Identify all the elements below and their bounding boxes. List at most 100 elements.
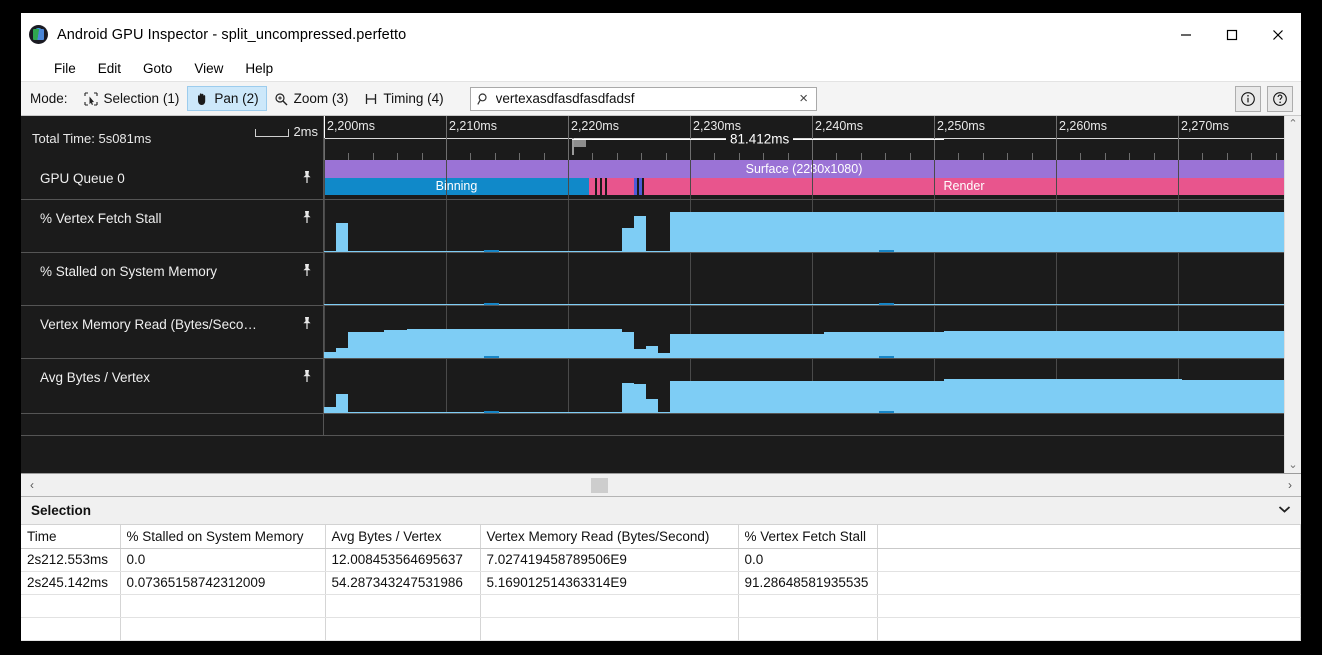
grid-line (690, 160, 691, 199)
track-gpu-queue-0[interactable]: GPU Queue 0 Surface (2280x1080) Binning R… (21, 160, 1284, 200)
menu-bar: File Edit Goto View Help (21, 56, 1301, 82)
track-header[interactable]: % Vertex Fetch Stall (21, 200, 324, 252)
pin-icon[interactable] (301, 316, 313, 335)
table-column-header[interactable]: Avg Bytes / Vertex (325, 525, 481, 549)
chart-selection-marker[interactable] (879, 250, 894, 252)
table-column-header[interactable]: Vertex Memory Read (Bytes/Second) (480, 525, 739, 549)
slice-surface[interactable]: Surface (2280x1080) (324, 160, 1284, 178)
selection-header[interactable]: Selection (21, 497, 1301, 525)
mode-button-selection[interactable]: Selection (1) (77, 86, 188, 111)
slice[interactable] (634, 178, 637, 195)
track-content-vertex-memory-read[interactable] (324, 306, 1284, 358)
table-column-header[interactable] (877, 525, 1301, 549)
track-vertex-fetch-stall[interactable]: % Vertex Fetch Stall (21, 200, 1284, 253)
menu-item-goto[interactable]: Goto (143, 60, 173, 76)
menu-item-view[interactable]: View (194, 60, 224, 76)
slice[interactable] (639, 178, 642, 195)
pin-icon[interactable] (301, 263, 313, 282)
chart-selection-marker[interactable] (484, 411, 499, 413)
scroll-right-icon[interactable]: › (1288, 478, 1292, 492)
search-clear-icon[interactable]: × (799, 90, 809, 107)
playhead-marker[interactable] (324, 116, 325, 138)
scroll-left-icon[interactable]: ‹ (30, 478, 34, 492)
track-content-avg-bytes-vertex[interactable] (324, 359, 1284, 413)
chart-selection-marker[interactable] (879, 303, 894, 305)
table-row[interactable] (21, 594, 1301, 618)
track-header[interactable]: Vertex Memory Read (Bytes/Seco… (21, 306, 324, 358)
slice[interactable] (607, 178, 634, 195)
chart-selection-marker[interactable] (484, 250, 499, 252)
track-vertex-memory-read[interactable]: Vertex Memory Read (Bytes/Seco… (21, 306, 1284, 359)
chevron-down-icon[interactable] (1278, 505, 1291, 517)
chart-selection-marker[interactable] (879, 411, 894, 413)
pin-icon[interactable] (301, 210, 313, 229)
grid-line (568, 160, 569, 199)
chart-selection-marker[interactable] (484, 303, 499, 305)
track-content-vertex-fetch-stall[interactable] (324, 200, 1284, 252)
chart-sample (824, 331, 944, 358)
menu-item-edit[interactable]: Edit (97, 60, 122, 76)
chart-sample (335, 348, 348, 358)
table-cell: 2s245.142ms (21, 571, 121, 595)
pin-icon[interactable] (301, 369, 313, 388)
table-row[interactable] (21, 617, 1301, 641)
slice[interactable] (589, 178, 595, 195)
mode-button-timing[interactable]: Timing (4) (356, 86, 451, 111)
scroll-up-icon[interactable]: ⌃ (1288, 118, 1298, 130)
help-icon[interactable] (1267, 85, 1293, 112)
track-header[interactable]: Avg Bytes / Vertex (21, 359, 324, 413)
vertical-scrollbar[interactable]: ⌃ ⌄ (1284, 116, 1301, 473)
slice[interactable] (602, 178, 605, 195)
ruler-minor-tick (372, 153, 374, 160)
grid-line (324, 359, 325, 413)
track-stalled-system-memory[interactable]: % Stalled on System Memory (21, 253, 1284, 306)
slice[interactable]: Binning (324, 178, 589, 195)
ruler-minor-tick (1153, 153, 1155, 160)
track-content-gpu-queue-0[interactable]: Surface (2280x1080) Binning Render (324, 160, 1284, 199)
chart-sample (943, 379, 1063, 413)
ruler-tick (1056, 116, 1057, 160)
maximize-icon[interactable] (1209, 13, 1255, 56)
mode-button-zoom[interactable]: Zoom (3) (267, 86, 357, 111)
pin-icon[interactable] (301, 170, 313, 189)
timing-flag-marker[interactable] (572, 138, 589, 155)
mode-button-pan[interactable]: Pan (2) (187, 86, 267, 111)
table-cell (877, 548, 1301, 572)
track-header[interactable]: GPU Queue 0 (21, 160, 324, 199)
table-column-header[interactable]: Time (21, 525, 121, 549)
scroll-track[interactable] (43, 474, 1279, 496)
close-icon[interactable] (1255, 13, 1301, 56)
track-header[interactable]: % Stalled on System Memory (21, 253, 324, 305)
chart-sample (1062, 379, 1182, 413)
slice-row[interactable]: Binning Render (324, 178, 1284, 195)
table-column-header[interactable]: % Stalled on System Memory (120, 525, 326, 549)
track-content-stalled-system-memory[interactable] (324, 253, 1284, 305)
slice[interactable] (597, 178, 600, 195)
scroll-thumb[interactable] (591, 478, 608, 493)
menu-item-help[interactable]: Help (245, 60, 274, 76)
search-field[interactable]: × (469, 86, 817, 111)
chart-selection-marker[interactable] (879, 356, 894, 358)
slice[interactable]: Render (644, 178, 1284, 195)
minimize-icon[interactable] (1163, 13, 1209, 56)
table-column-header[interactable]: % Vertex Fetch Stall (738, 525, 878, 549)
menu-item-file[interactable]: File (54, 60, 76, 76)
track-avg-bytes-vertex[interactable]: Avg Bytes / Vertex (21, 359, 1284, 414)
info-icon[interactable] (1235, 85, 1261, 112)
ruler-tick-label: 2,240ms (815, 119, 863, 133)
scroll-down-icon[interactable]: ⌄ (1288, 459, 1298, 471)
horizontal-scrollbar[interactable]: ‹ › (21, 473, 1301, 496)
ruler-minor-tick (665, 153, 667, 160)
ruler-minor-tick (982, 153, 984, 160)
chart-selection-marker[interactable] (484, 356, 499, 358)
search-input[interactable] (493, 91, 792, 106)
chart-sample (943, 330, 1063, 358)
